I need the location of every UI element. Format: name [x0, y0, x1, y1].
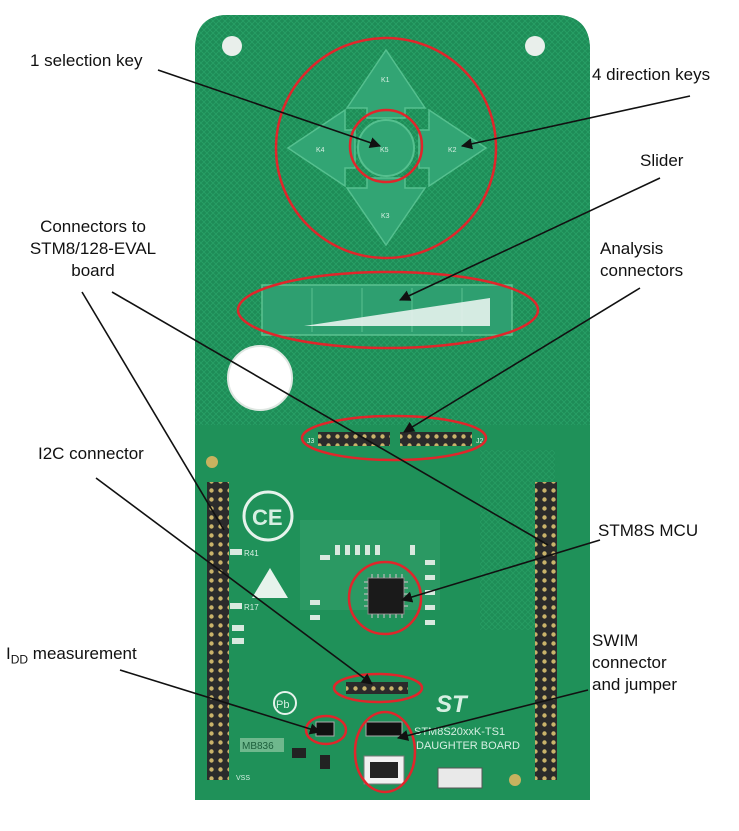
- slider: [261, 284, 513, 336]
- callout-analysis-connectors: Analysis connectors: [600, 239, 684, 280]
- r17-label: R17: [244, 603, 259, 612]
- callout-selection-key: 1 selection key: [30, 51, 143, 70]
- i2c-highlight: [332, 672, 424, 704]
- direction-keys-highlight: [274, 36, 498, 260]
- eval-connectors-pointer-left: [81, 291, 225, 531]
- idd-highlight: [304, 714, 348, 746]
- idd-subscript: DD: [10, 652, 29, 667]
- callout-i2c-connector: I2C connector: [38, 444, 144, 463]
- direction-keys-pointer: [460, 95, 691, 150]
- key-k4-label: K4: [316, 147, 325, 154]
- r41-label: R41: [244, 549, 259, 558]
- key-k1-label: K1: [381, 77, 390, 84]
- mcu-pointer: [400, 539, 601, 603]
- idd-pointer: [119, 669, 322, 735]
- vss-label: VSS: [236, 775, 250, 782]
- eval-side-connectors: [207, 482, 557, 780]
- callout-idd-measurement: IDD measurement: [6, 643, 137, 670]
- pb-free-mark: Pb: [273, 691, 297, 715]
- pointer-lines: [81, 69, 691, 741]
- key-k1: [345, 48, 427, 119]
- key-k2: [418, 108, 488, 188]
- callout-connectors-to-eval: Connectors to STM8/128-EVAL board: [29, 217, 157, 280]
- swim-highlight: [353, 710, 417, 794]
- key-k5: [357, 119, 415, 177]
- callout-stm8s-mcu: STM8S MCU: [598, 521, 699, 540]
- callout-swim: SWIM connector and jumper: [592, 631, 678, 694]
- st-logo: ST: [436, 691, 469, 718]
- board-name: STM8S20xxK-TS1: [414, 726, 505, 738]
- mcu-highlight: [347, 560, 423, 636]
- header-block: [437, 767, 483, 789]
- selection-key-pointer: [157, 69, 382, 149]
- key-k3: [345, 177, 427, 247]
- callout-slider: Slider: [640, 151, 684, 170]
- key-k3-label: K3: [381, 213, 390, 220]
- selection-key-highlight: [348, 108, 424, 184]
- swim-pointer: [396, 689, 589, 741]
- eval-connectors-pointer-right: [111, 291, 549, 546]
- key-k5-label: K5: [380, 147, 389, 154]
- idd-suffix: measurement: [28, 644, 137, 663]
- analysis-connectors-pointer: [403, 287, 641, 433]
- callout-direction-keys: 4 direction keys: [592, 65, 711, 84]
- smd-components: [230, 545, 435, 644]
- key-k2-label: K2: [448, 147, 457, 154]
- slider-highlight: [236, 270, 540, 350]
- highlight-ellipses: [236, 36, 540, 794]
- svg-text:CE: CE: [252, 505, 283, 530]
- j3-label: J3: [307, 438, 315, 445]
- idd-prefix: I: [6, 644, 11, 663]
- swim-jumper: [365, 721, 403, 737]
- ce-mark: CE: [242, 490, 294, 542]
- board-subtitle: DAUGHTER BOARD: [416, 740, 520, 752]
- esd-warning-icon: [252, 568, 288, 598]
- stm8s-mcu-chip: [364, 574, 408, 618]
- slider-pointer: [398, 177, 661, 301]
- i2c-pointer: [95, 477, 373, 685]
- svg-text:Pb: Pb: [276, 699, 289, 711]
- i2c-connector: [346, 682, 408, 694]
- board-code: MB836: [242, 741, 274, 752]
- board-code-box: [240, 738, 284, 752]
- idd-jumper: [315, 721, 335, 737]
- j2-label: J2: [476, 438, 484, 445]
- key-k4: [286, 108, 356, 188]
- touch-keys: K5 K1 K4 K2 K3: [286, 48, 488, 247]
- analysis-connectors-highlight: [300, 414, 488, 462]
